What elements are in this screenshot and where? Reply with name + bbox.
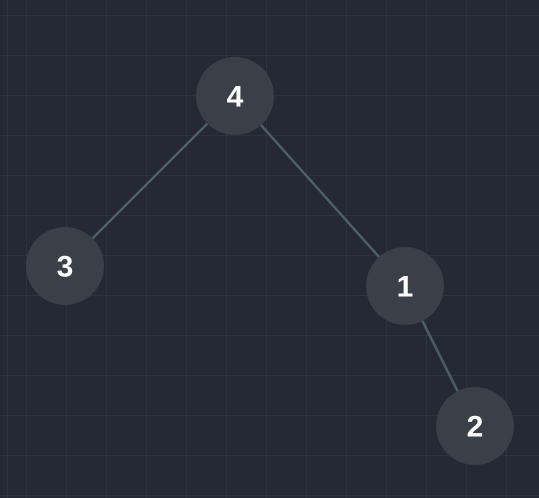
node-circle[interactable] [26,227,104,305]
tree-node[interactable]: 4 [196,57,274,135]
nodes-layer: 4 3 1 2 [26,57,514,465]
tree-node[interactable]: 3 [26,227,104,305]
node-label: 3 [57,251,74,284]
edge-n4-n3 [91,122,209,240]
node-circle[interactable] [196,57,274,135]
node-label: 2 [467,411,484,444]
edge-n4-n1 [260,124,380,258]
edges-layer [91,122,459,392]
node-label: 1 [397,271,414,304]
node-label: 4 [227,81,244,114]
node-circle[interactable] [436,387,514,465]
tree-node[interactable]: 1 [366,247,444,325]
node-circle[interactable] [366,247,444,325]
edge-n1-n2 [421,320,459,392]
tree-node[interactable]: 2 [436,387,514,465]
